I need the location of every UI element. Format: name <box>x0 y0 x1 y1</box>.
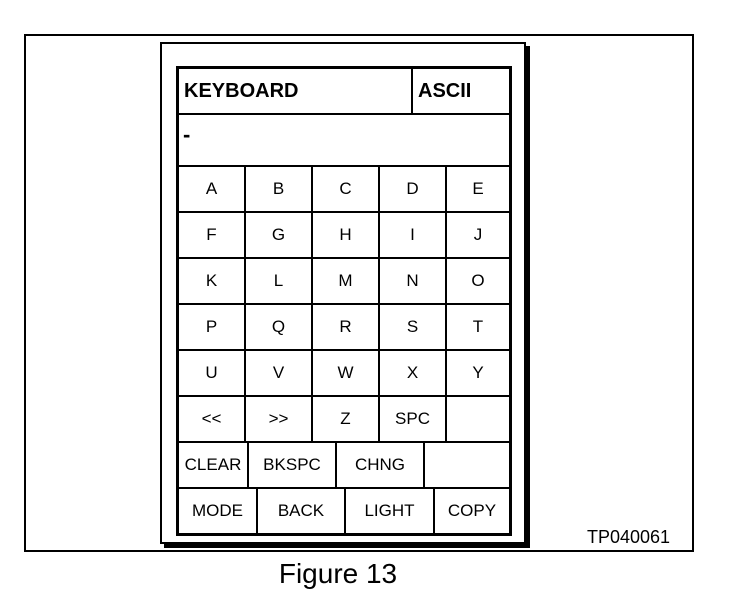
key-g[interactable]: G <box>246 213 313 259</box>
blank-key[interactable] <box>425 443 509 487</box>
blank-key[interactable] <box>447 397 509 443</box>
key-f[interactable]: F <box>179 213 246 259</box>
key-w[interactable]: W <box>313 351 380 397</box>
clear-button[interactable]: CLEAR <box>179 443 249 487</box>
key-rightright[interactable]: >> <box>246 397 313 443</box>
key-v[interactable]: V <box>246 351 313 397</box>
nav-row: MODE BACK LIGHT COPY <box>179 489 509 535</box>
figure-caption: Figure 13 <box>278 558 398 589</box>
back-button[interactable]: BACK <box>258 489 346 533</box>
light-button[interactable]: LIGHT <box>346 489 435 533</box>
key-j[interactable]: J <box>447 213 509 259</box>
figure-frame <box>24 34 694 552</box>
key-n[interactable]: N <box>380 259 447 305</box>
key-r[interactable]: R <box>313 305 380 351</box>
key-c[interactable]: C <box>313 167 380 213</box>
key-o[interactable]: O <box>447 259 509 305</box>
key-b[interactable]: B <box>246 167 313 213</box>
screen-title: KEYBOARD <box>179 69 413 113</box>
key-s[interactable]: S <box>380 305 447 351</box>
copy-button[interactable]: COPY <box>447 501 497 520</box>
char-mode-indicator[interactable]: ASCII <box>418 80 472 102</box>
key-t[interactable]: T <box>447 305 509 351</box>
text-entry-field[interactable]: - <box>179 115 509 167</box>
key-x[interactable]: X <box>380 351 447 397</box>
key-h[interactable]: H <box>313 213 380 259</box>
change-button[interactable]: CHNG <box>337 443 425 487</box>
key-d[interactable]: D <box>380 167 447 213</box>
key-leftleft[interactable]: << <box>179 397 246 443</box>
tp-code: TP040061 <box>587 527 671 547</box>
backspace-button[interactable]: BKSPC <box>249 443 337 487</box>
key-z[interactable]: Z <box>313 397 380 443</box>
key-i[interactable]: I <box>380 213 447 259</box>
key-k[interactable]: K <box>179 259 246 305</box>
key-m[interactable]: M <box>313 259 380 305</box>
key-q[interactable]: Q <box>246 305 313 351</box>
title-bar: KEYBOARD ASCII <box>179 69 509 115</box>
key-a[interactable]: A <box>179 167 246 213</box>
key-spc[interactable]: SPC <box>380 397 447 443</box>
key-l[interactable]: L <box>246 259 313 305</box>
mode-button[interactable]: MODE <box>179 489 258 533</box>
edit-row: CLEAR BKSPC CHNG <box>179 443 509 489</box>
key-e[interactable]: E <box>447 167 509 213</box>
key-u[interactable]: U <box>179 351 246 397</box>
key-p[interactable]: P <box>179 305 246 351</box>
key-y[interactable]: Y <box>447 351 509 397</box>
